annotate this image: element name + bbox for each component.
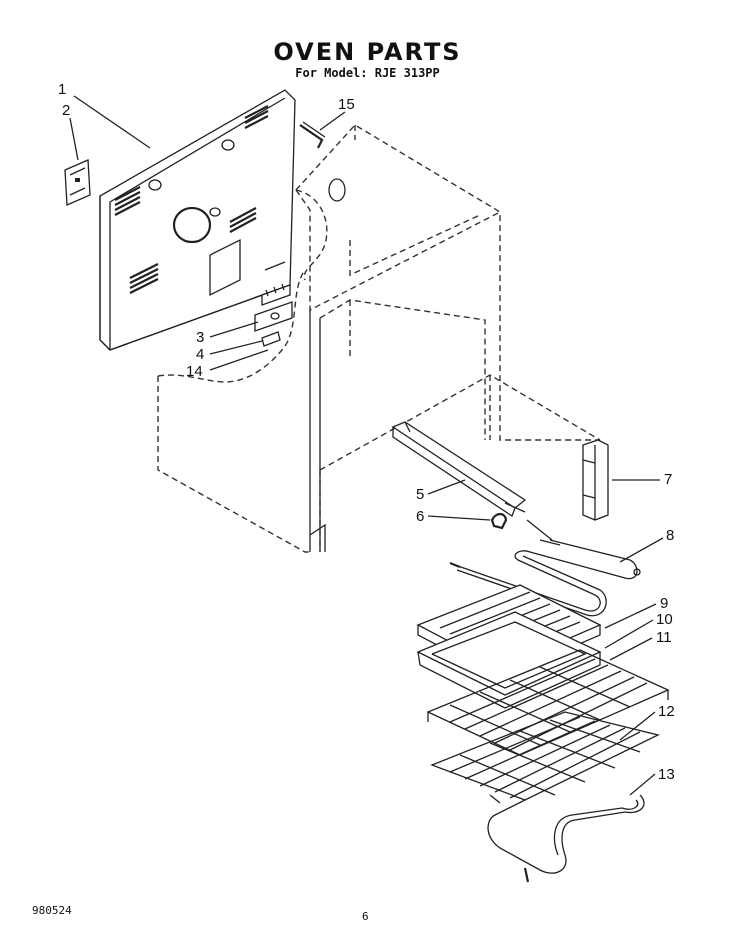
leader-lines [69, 95, 664, 796]
callout-12: 12 [658, 703, 675, 720]
page-number: 6 [362, 910, 369, 923]
vent-slots-lower-left [129, 263, 159, 294]
page-title: OVEN PARTS [273, 38, 462, 66]
model-subtitle: For Model: RJE 313PP [295, 66, 440, 80]
callout-4: 4 [196, 346, 204, 363]
mounting-clip [299, 121, 326, 149]
callout-11: 11 [656, 629, 672, 646]
document-id: 980524 [32, 904, 72, 917]
rear-panel [99, 89, 296, 351]
terminal-block-bracket [254, 283, 293, 347]
oven-cavity [157, 124, 601, 553]
callout-7: 7 [664, 471, 672, 488]
vent-slots-upper-right [244, 105, 269, 129]
oven-rack-upper [426, 649, 670, 756]
callout-2: 2 [62, 102, 70, 119]
vent-slots-upper-left [114, 186, 141, 216]
callout-9: 9 [660, 595, 668, 612]
callout-labels: 1 2 3 4 14 15 5 6 7 8 9 10 11 12 13 [58, 81, 675, 783]
bracket-clip [490, 512, 508, 530]
oven-rack-lower [430, 711, 660, 801]
callout-14: 14 [186, 363, 203, 380]
bake-element [449, 519, 641, 617]
callout-1: 1 [58, 81, 66, 98]
rack-wires-upper [449, 658, 648, 751]
element-bracket [391, 421, 527, 517]
callout-3: 3 [196, 329, 204, 346]
broiler-pan [416, 611, 602, 709]
callout-13: 13 [658, 766, 675, 783]
vent-slots-center [229, 207, 257, 233]
callout-15: 15 [338, 96, 355, 113]
cover-plate [64, 159, 91, 206]
callout-6: 6 [416, 508, 424, 525]
rack-wires-lower [449, 716, 641, 799]
callout-8: 8 [666, 527, 674, 544]
terminal-cover [582, 439, 609, 521]
lower-element [487, 794, 645, 883]
callout-5: 5 [416, 486, 424, 503]
callout-10: 10 [656, 611, 673, 628]
fan-opening [172, 206, 212, 244]
